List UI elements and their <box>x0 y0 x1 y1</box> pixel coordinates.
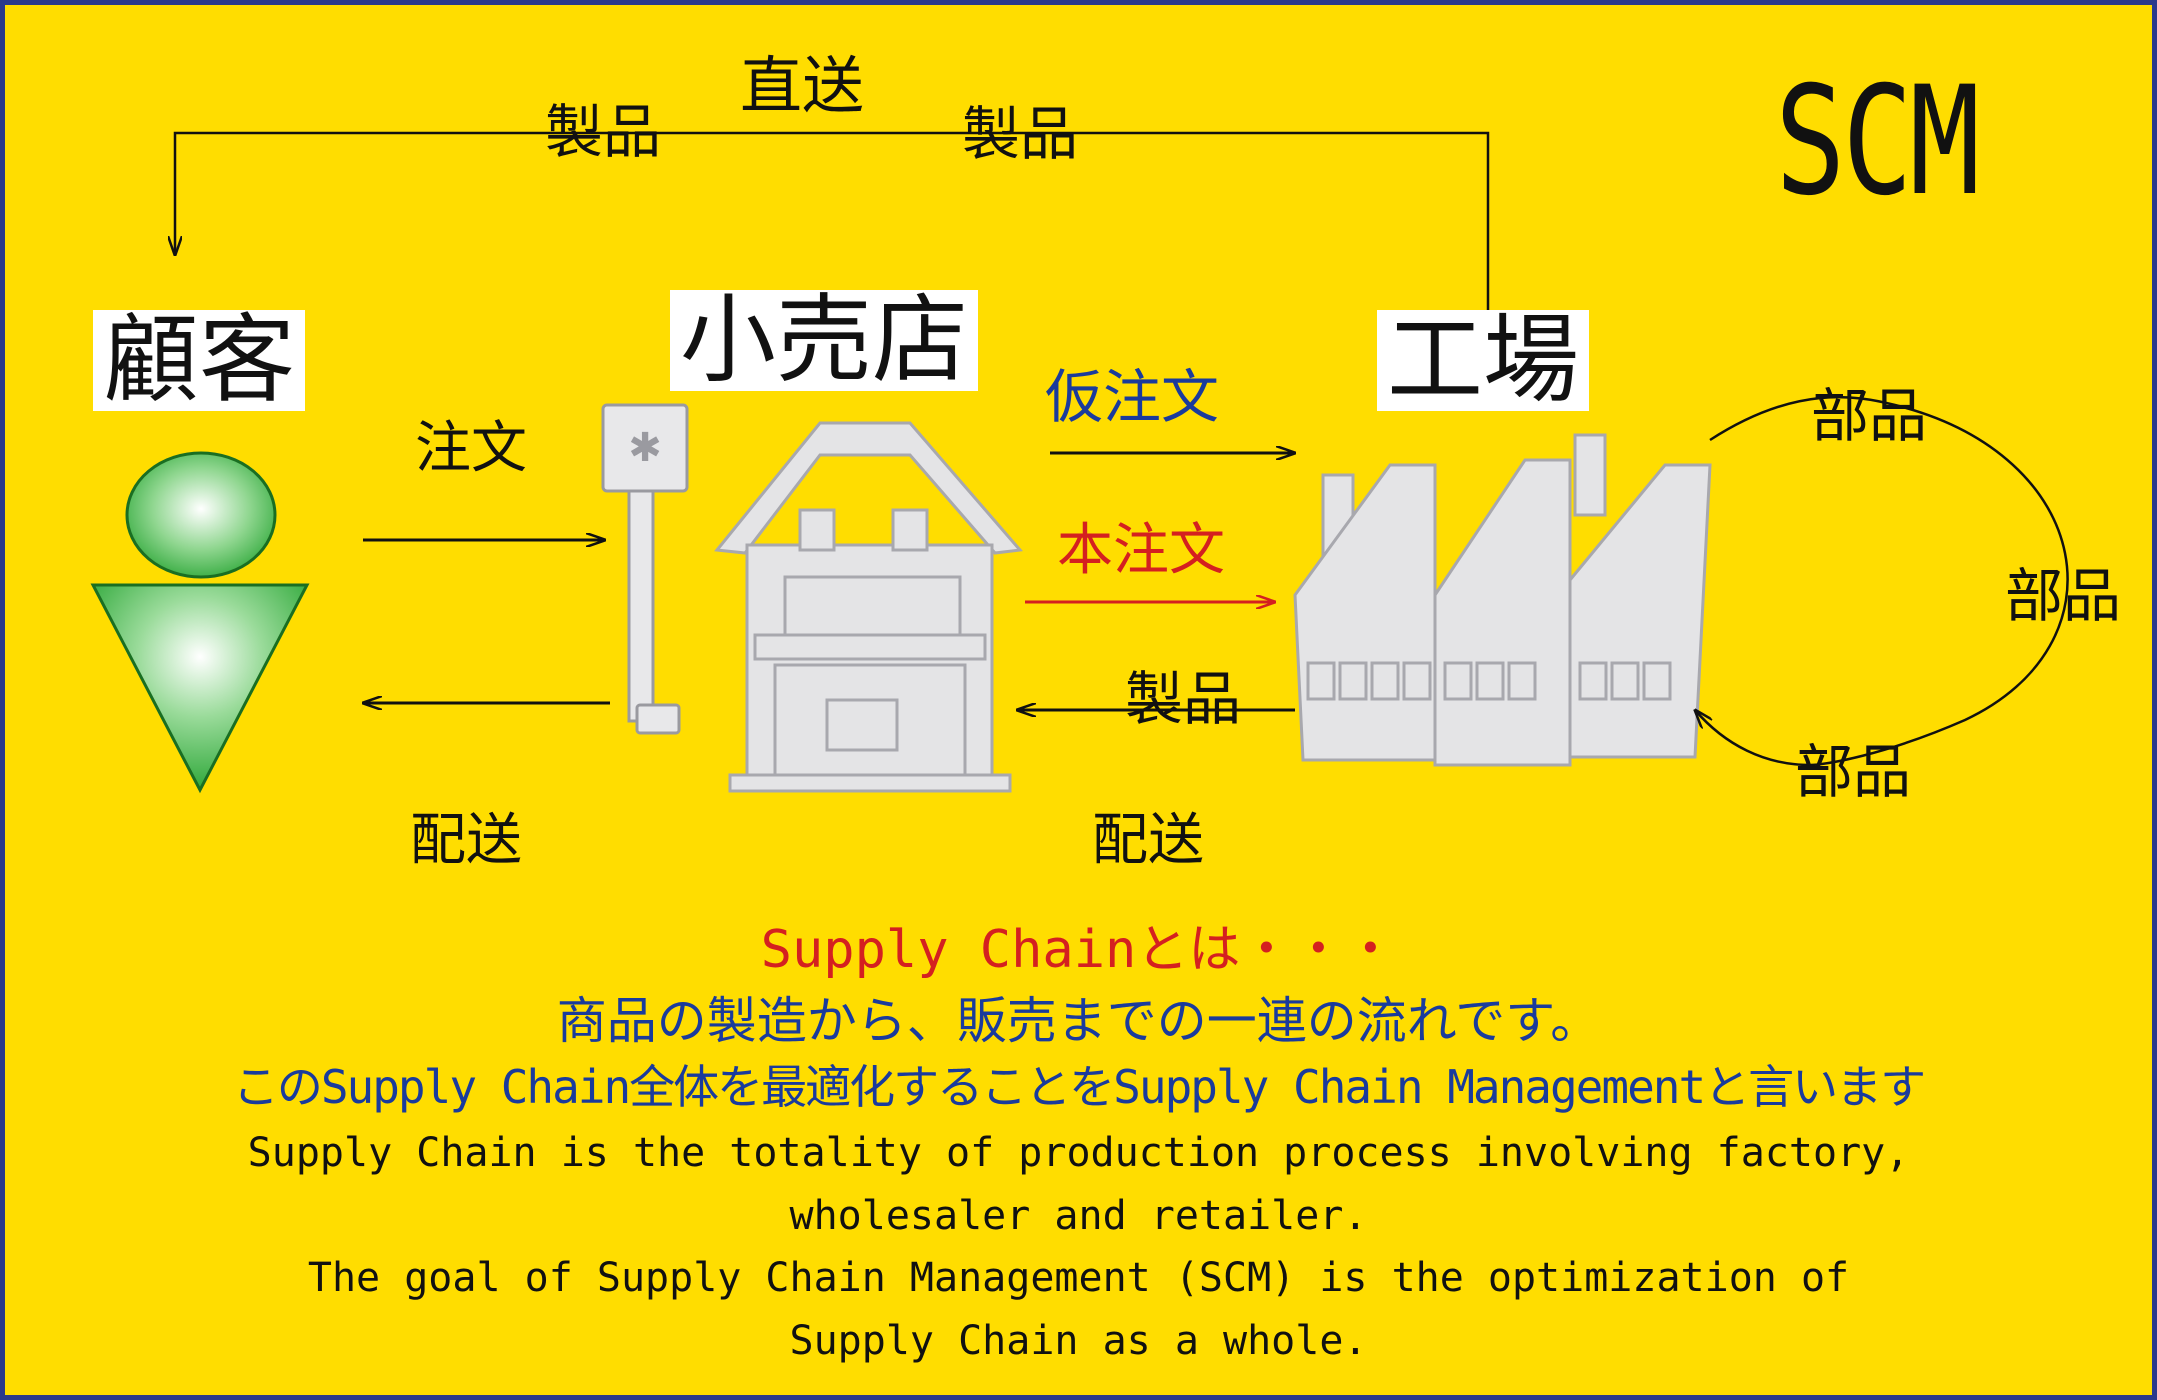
delivery-label-customer: 配送 <box>410 808 522 873</box>
factory-shape <box>1293 433 1712 767</box>
parts-tag-label: 部品 <box>2005 562 2122 630</box>
final-order-label: 本注文 <box>1057 518 1225 583</box>
direct-ship-line <box>175 131 1490 327</box>
direct-ship-label: 直送 <box>740 49 865 122</box>
factory-label: 工場 <box>1377 310 1589 411</box>
product-tag-label: 製品 <box>962 100 1079 168</box>
description-en-line4: Supply Chain as a whole. <box>789 1318 1368 1364</box>
product-tag-delivery: 製品 <box>1125 662 1241 736</box>
parts-tag-label: 部品 <box>1795 738 1912 806</box>
diagram-graphics: ✱ <box>90 131 2069 794</box>
product-tag-label: 製品 <box>545 98 662 166</box>
description-jp-line1: 商品の製造から、販売までの一連の流れです。 <box>556 992 1601 1050</box>
description-en-line1: Supply Chain is the totality of producti… <box>247 1130 1910 1176</box>
parts-tag-bottom: 部品 <box>1795 735 1911 809</box>
retailer-house-shape <box>714 421 1023 793</box>
description-en-line2: wholesaler and retailer. <box>789 1193 1368 1239</box>
provisional-order-label: 仮注文 <box>1045 363 1220 431</box>
customer-figure <box>90 451 310 794</box>
customer-label: 顧客 <box>93 310 305 411</box>
description-jp-line2: このSupply Chain全体を最適化することをSupply Chain Ma… <box>232 1060 1926 1114</box>
description-en-line3: The goal of Supply Chain Management (SCM… <box>307 1255 1850 1301</box>
product-tag-top-right: 製品 <box>962 97 1078 171</box>
delivery-label-retailer: 配送 <box>1092 808 1204 873</box>
page-title: SCM <box>1775 55 1980 229</box>
description-heading: Supply Chainとは・・・ <box>760 920 1397 980</box>
parts-tag-right: 部品 <box>2005 559 2121 633</box>
product-tag-label: 製品 <box>1125 665 1242 733</box>
retailer-label: 小売店 <box>670 290 978 391</box>
scm-diagram: ✱ <box>5 5 2152 1395</box>
product-tag-top-left: 製品 <box>545 95 661 169</box>
svg-text:✱: ✱ <box>628 425 662 471</box>
parts-tag-top: 部品 <box>1811 379 1927 453</box>
parts-tag-label: 部品 <box>1811 382 1928 450</box>
mailbox-shape <box>601 403 689 735</box>
order-label: 注文 <box>415 416 527 481</box>
